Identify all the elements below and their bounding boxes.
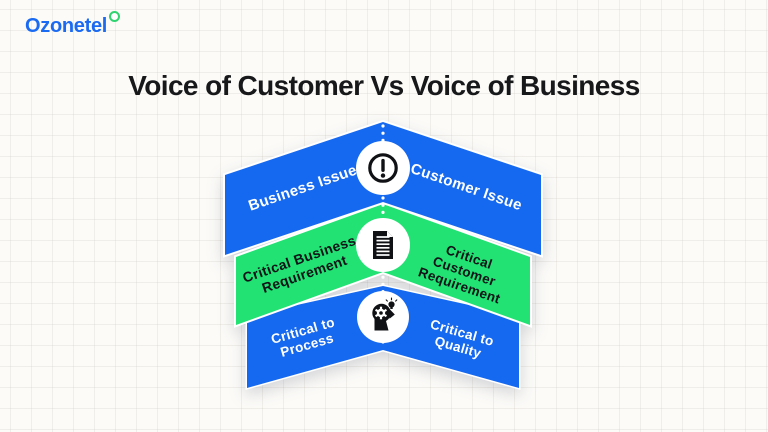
thinking-head-icon [372, 297, 398, 331]
logo-ring-icon [109, 11, 121, 22]
brand-logo-text: Ozonetel [25, 15, 108, 37]
page-title: Voice of Customer Vs Voice of Business [128, 70, 640, 101]
brand-logo: Ozonetel [25, 11, 121, 38]
alert-icon [368, 153, 398, 183]
document-icon [373, 231, 393, 259]
